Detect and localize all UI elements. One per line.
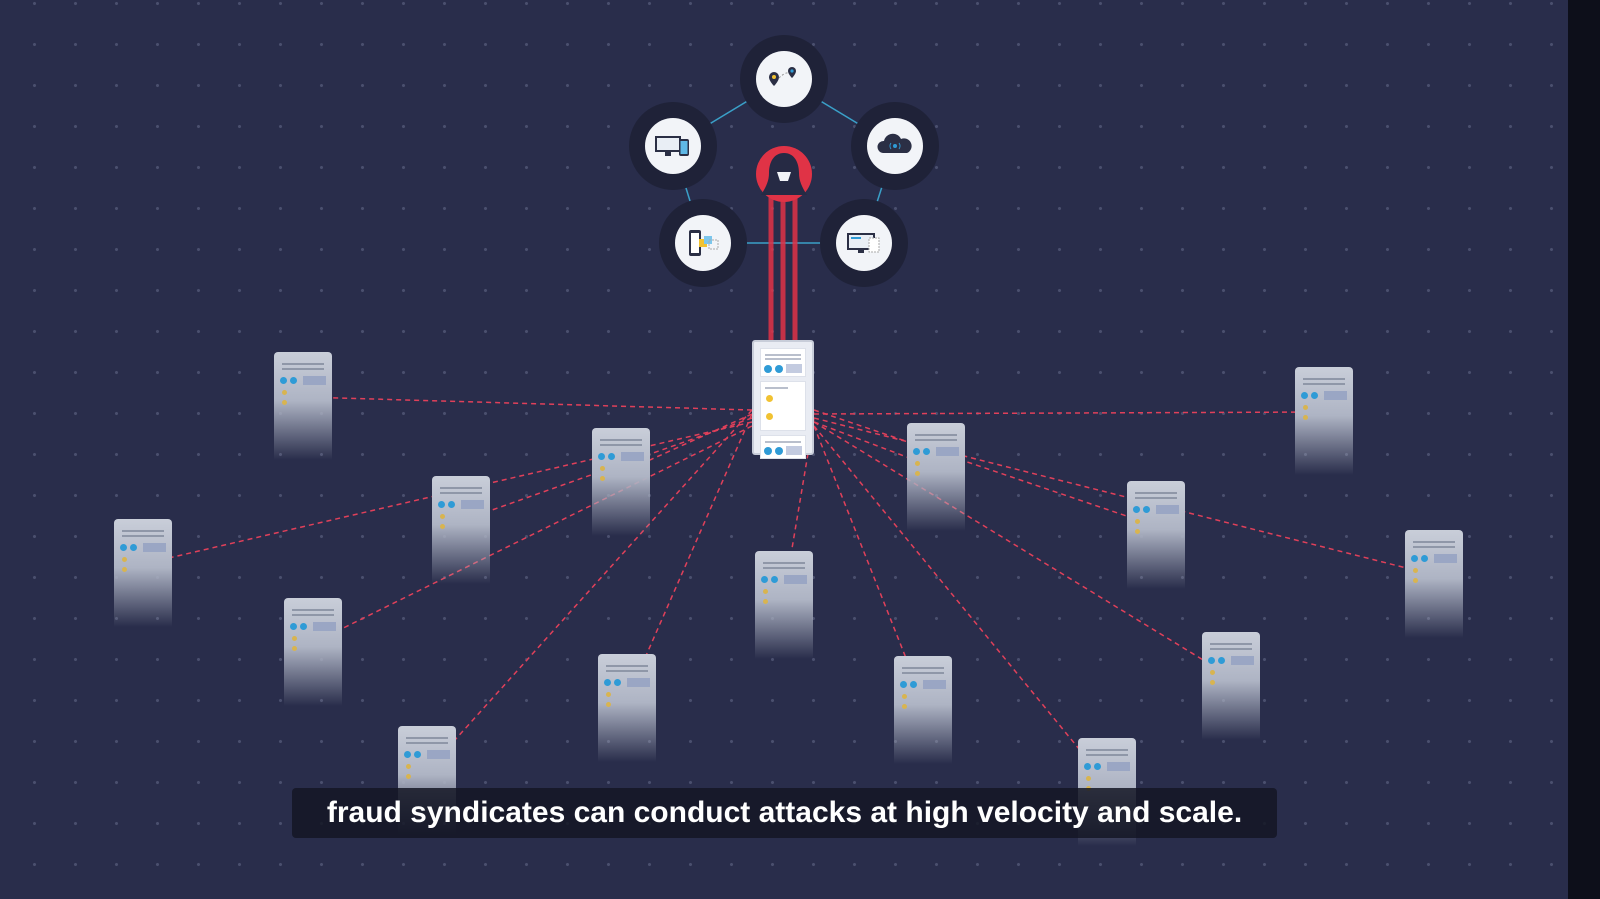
cloud-signal-node: [851, 102, 939, 190]
target-device: [1405, 530, 1463, 638]
target-device: [432, 476, 490, 584]
target-device: [598, 654, 656, 762]
target-platform-device: [752, 340, 814, 459]
attack-line: [312, 425, 753, 644]
location-pins-icon: [769, 67, 796, 86]
location-pins-node: [740, 35, 828, 123]
attack-line: [813, 421, 1232, 678]
target-device: [592, 428, 650, 536]
attack-line: [302, 396, 753, 411]
monitor-icon: [847, 233, 880, 253]
attack-line: [813, 425, 1108, 784]
target-device: [894, 656, 952, 764]
attack-beam: [792, 195, 798, 340]
attack-line: [813, 417, 1435, 576]
target-device: [114, 519, 172, 627]
target-device: [1202, 632, 1260, 740]
target-device: [284, 598, 342, 706]
monitor-node: [820, 199, 908, 287]
caption-subtitle: fraud syndicates can conduct attacks at …: [292, 788, 1277, 838]
target-device: [755, 551, 813, 659]
attack-line: [813, 409, 1157, 527]
cloud-signal-icon: [877, 133, 912, 153]
attack-beam: [768, 195, 774, 340]
attack-line: [626, 413, 753, 700]
attack-line: [813, 425, 924, 702]
target-device: [1295, 367, 1353, 475]
desktop-and-phone-icon: [655, 136, 689, 156]
phone-transfer-node: [659, 199, 747, 287]
phone-transfer-icon: [689, 230, 719, 256]
target-device: [907, 423, 965, 531]
target-device: [274, 352, 332, 460]
attack-line: [813, 411, 1325, 415]
target-device: [1127, 481, 1185, 589]
desktop-phone-node: [629, 102, 717, 190]
attack-beam: [780, 195, 786, 340]
hooded-hacker-icon: [756, 146, 812, 202]
attack-line: [426, 409, 753, 772]
